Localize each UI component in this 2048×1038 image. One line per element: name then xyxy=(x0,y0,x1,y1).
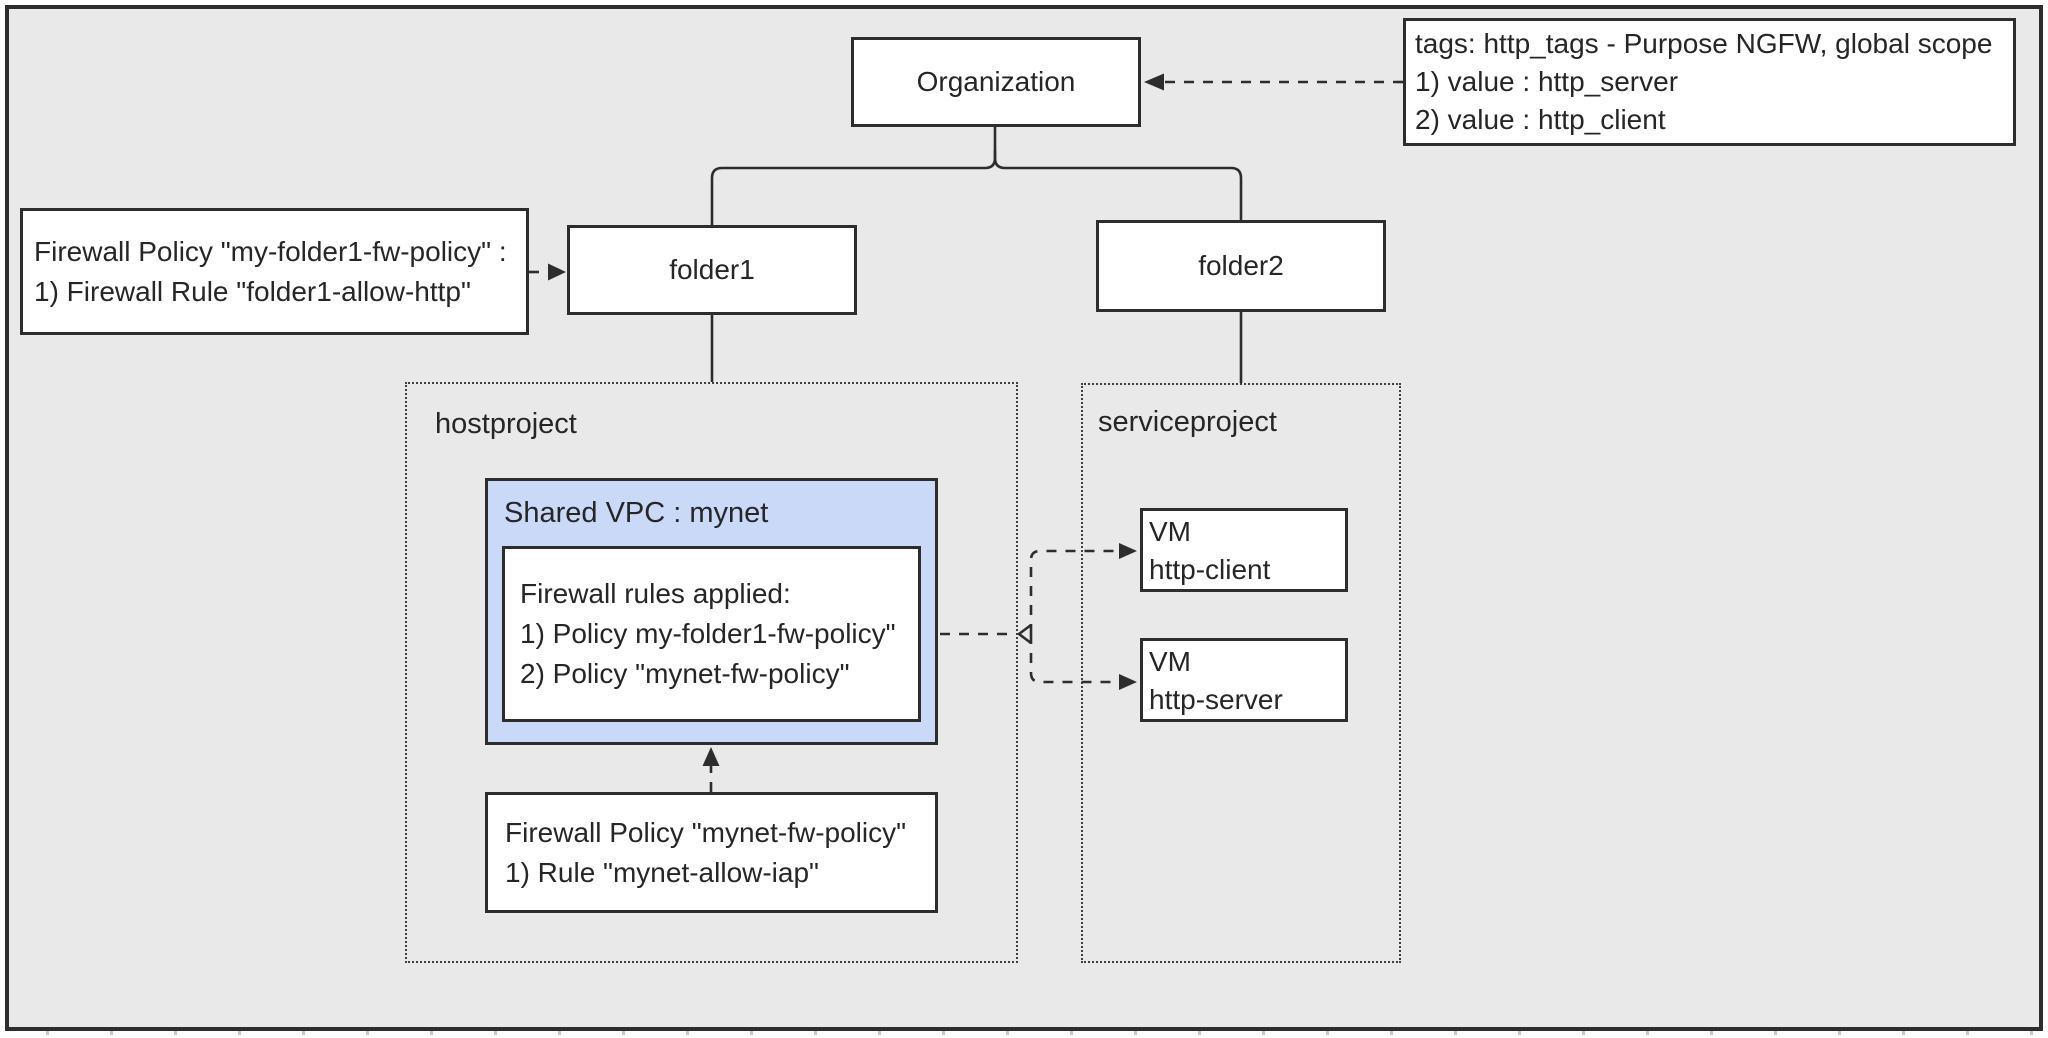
tags-note-line-2: 1) value : http_server xyxy=(1415,66,1679,97)
folder1-policy-line-2: 1) Firewall Rule "folder1-allow-http" xyxy=(34,275,471,307)
hostproject-container xyxy=(405,382,1018,963)
tags-note: tags: http_tags - Purpose NGFW, global s… xyxy=(1403,18,2016,146)
fw-rules-line-2: 1) Policy my-folder1-fw-policy" xyxy=(520,618,896,649)
serviceproject-label: serviceproject xyxy=(1098,406,1277,438)
vm-client-line-2: http-client xyxy=(1149,554,1271,585)
vm-http-client-node: VM http-client xyxy=(1140,508,1348,592)
vm-client-line-1: VM xyxy=(1149,516,1191,547)
organization-node: Organization xyxy=(851,37,1141,127)
organization-label: Organization xyxy=(916,66,1076,97)
bottom-cutoff-strip xyxy=(0,1031,2048,1038)
fw-rules-line-3: 2) Policy "mynet-fw-policy" xyxy=(520,658,850,689)
folder1-policy-line-1: Firewall Policy "my-folder1-fw-policy" : xyxy=(34,235,507,267)
diagram-frame xyxy=(5,5,2043,1031)
fw-rules-node: Firewall rules applied: 1) Policy my-fol… xyxy=(502,546,921,722)
fw-rules-line-1: Firewall rules applied: xyxy=(520,578,791,609)
serviceproject-container xyxy=(1081,383,1401,963)
folder2-label: folder2 xyxy=(1198,250,1284,281)
tags-note-line-1: tags: http_tags - Purpose NGFW, global s… xyxy=(1415,28,1993,59)
mynet-policy-line-2: 1) Rule "mynet-allow-iap" xyxy=(505,856,819,888)
folder2-node: folder2 xyxy=(1096,220,1386,312)
vm-http-server-node: VM http-server xyxy=(1140,638,1348,722)
mynet-policy-line-1: Firewall Policy "mynet-fw-policy" xyxy=(505,816,907,848)
mynet-policy-note: Firewall Policy "mynet-fw-policy" 1) Rul… xyxy=(485,792,938,913)
folder1-label: folder1 xyxy=(669,254,755,285)
folder1-node: folder1 xyxy=(567,225,857,315)
shared-vpc-label: Shared VPC : mynet xyxy=(504,497,769,529)
tags-note-line-3: 2) value : http_client xyxy=(1415,104,1666,135)
folder1-policy-note: Firewall Policy "my-folder1-fw-policy" :… xyxy=(20,208,529,335)
vm-server-line-2: http-server xyxy=(1149,684,1283,715)
hostproject-label: hostproject xyxy=(435,408,577,440)
vm-server-line-1: VM xyxy=(1149,646,1191,677)
